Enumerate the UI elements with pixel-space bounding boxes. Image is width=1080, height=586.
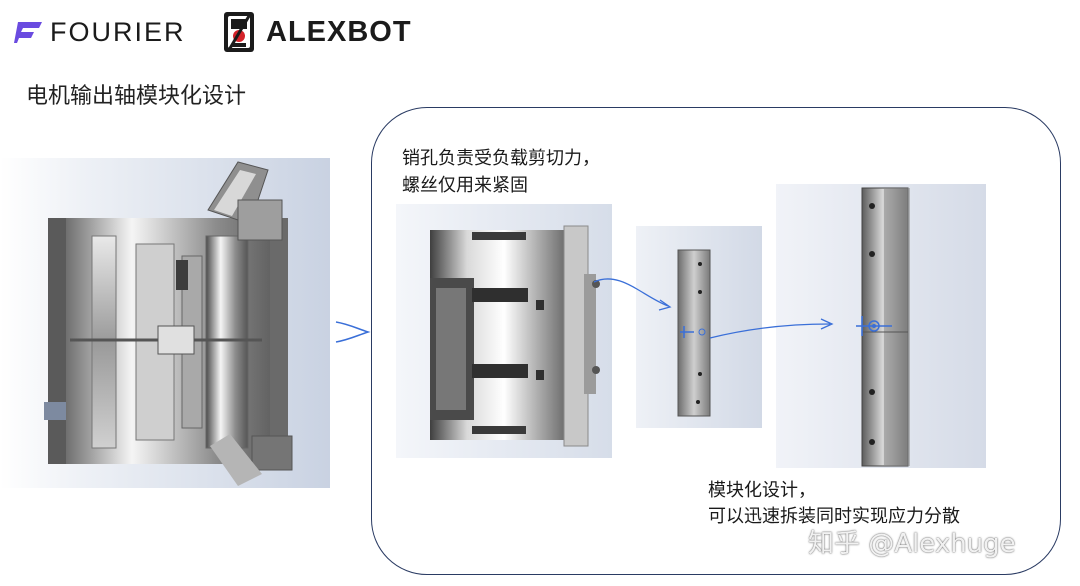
output-shaft-render bbox=[396, 204, 612, 458]
pin-hole-note-line-2: 螺丝仅用来紧固 bbox=[402, 175, 528, 196]
part-link-arrows bbox=[593, 278, 834, 339]
alexbot-logo-icon bbox=[224, 12, 254, 52]
alexbot-logo: ALEXBOT bbox=[222, 10, 412, 54]
arrow-icon bbox=[709, 323, 831, 339]
modular-design-panel bbox=[371, 107, 1061, 575]
arrow-icon bbox=[593, 278, 669, 307]
arrow-icon bbox=[820, 318, 834, 330]
modular-design-note-line-1: 模块化设计， bbox=[708, 480, 816, 501]
fourier-wordmark: FOURIER bbox=[50, 16, 186, 47]
arrow-icon bbox=[658, 299, 672, 311]
motor-section-render bbox=[0, 158, 330, 488]
fourier-logo: FOURIER bbox=[14, 14, 204, 50]
fourier-logo-icon bbox=[14, 22, 42, 43]
watermark: 知乎 @Alexhuge bbox=[808, 529, 1016, 559]
flange-plate-render bbox=[636, 226, 762, 428]
page-title: 电机输出轴模块化设计 bbox=[26, 84, 247, 109]
modular-design-note-line-2: 可以迅速拆装同时实现应力分散 bbox=[708, 506, 960, 527]
pin-hole-note: 销孔负责受负载剪切力， 螺丝仅用来紧固 bbox=[402, 145, 600, 199]
alexbot-wordmark: ALEXBOT bbox=[266, 15, 412, 48]
modular-design-note: 模块化设计， 可以迅速拆装同时实现应力分散 bbox=[708, 478, 960, 530]
chevron-right-icon bbox=[335, 321, 371, 343]
pin-hole-note-line-1: 销孔负责受负载剪切力， bbox=[402, 148, 600, 169]
bearing-plate-render bbox=[776, 184, 986, 468]
